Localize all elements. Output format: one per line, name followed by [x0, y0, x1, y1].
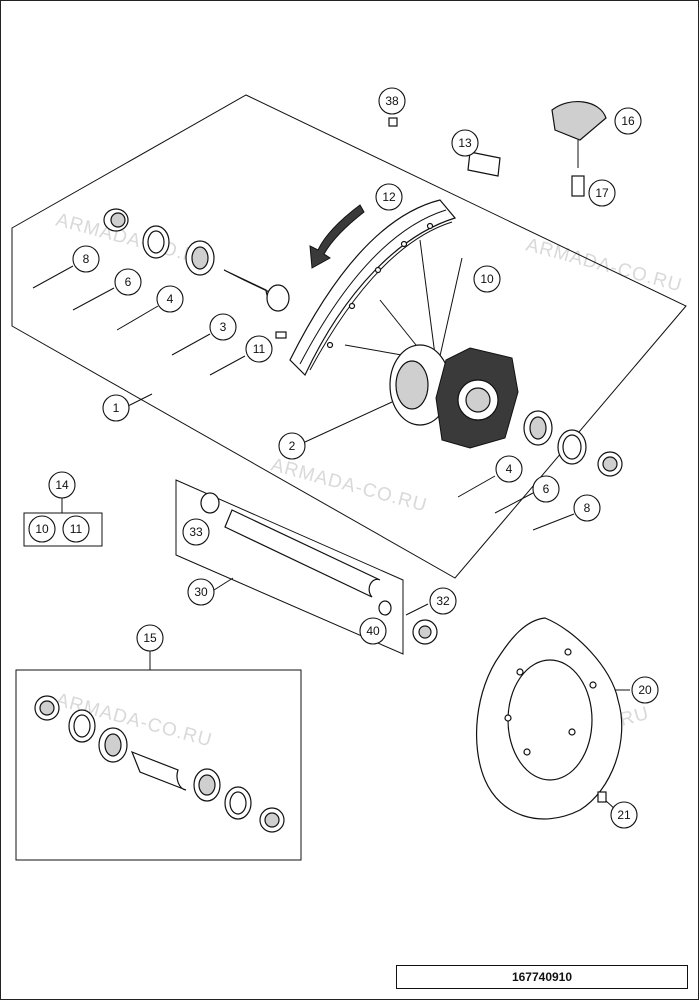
wheel-hub: [389, 344, 519, 449]
left-bearing-parts: [103, 208, 290, 339]
svg-text:16: 16: [621, 114, 635, 128]
callout-6: 6: [114, 268, 142, 296]
callout-13: 13: [451, 129, 479, 157]
svg-text:6: 6: [125, 275, 132, 289]
rotation-arrow-icon: [309, 204, 365, 269]
svg-text:10: 10: [480, 272, 494, 286]
callout-2: 2: [278, 432, 306, 460]
callout-14: 14: [48, 471, 76, 499]
callout-32: 32: [429, 587, 457, 615]
repair-kit-box: [23, 512, 103, 547]
spokes: [344, 239, 463, 361]
callout-40: 40: [359, 617, 387, 645]
svg-text:1: 1: [113, 401, 120, 415]
svg-text:10: 10: [35, 522, 49, 536]
callout-10: 10: [473, 265, 501, 293]
callout-10b: 10: [28, 515, 56, 543]
callout-21: 21: [610, 801, 638, 829]
svg-text:20: 20: [638, 683, 652, 697]
axle-parts: [200, 492, 438, 645]
svg-text:15: 15: [143, 631, 157, 645]
callout-8b: 8: [573, 494, 601, 522]
callout-6b: 6: [532, 475, 560, 503]
svg-text:8: 8: [83, 252, 90, 266]
svg-text:2: 2: [289, 439, 296, 453]
svg-text:30: 30: [194, 585, 208, 599]
callout-4: 4: [156, 285, 184, 313]
svg-text:38: 38: [385, 94, 399, 108]
svg-text:17: 17: [595, 186, 609, 200]
wheel-rim: [289, 199, 457, 377]
svg-text:14: 14: [55, 478, 69, 492]
callout-1: 1: [102, 394, 130, 422]
rim-tape-part: [467, 151, 501, 177]
svg-text:12: 12: [382, 190, 396, 204]
callout-20: 20: [631, 676, 659, 704]
bearing-kit-parts: [34, 695, 285, 833]
callout-38: 38: [378, 87, 406, 115]
callout-3: 3: [209, 313, 237, 341]
callout-17: 17: [588, 179, 616, 207]
disc-bolt-part: [597, 791, 607, 803]
svg-text:11: 11: [70, 522, 83, 536]
callout-8: 8: [72, 245, 100, 273]
svg-text:33: 33: [189, 525, 203, 539]
brake-disc: [476, 617, 623, 820]
svg-text:13: 13: [458, 136, 472, 150]
left-leader-lines: [32, 265, 630, 811]
bearing-kit-box: [15, 669, 302, 861]
axle-kit-outline: [175, 479, 404, 655]
callout-30: 30: [187, 578, 215, 606]
svg-text:4: 4: [506, 462, 513, 476]
callout-4b: 4: [495, 455, 523, 483]
valve-nut-part: [388, 117, 398, 127]
svg-text:6: 6: [543, 482, 550, 496]
callout-33: 33: [182, 518, 210, 546]
right-bearing-parts: [523, 410, 623, 477]
svg-text:8: 8: [584, 501, 591, 515]
callout-11b: 11: [62, 515, 90, 543]
svg-text:32: 32: [436, 594, 450, 608]
callout-15: 15: [136, 624, 164, 652]
svg-text:40: 40: [366, 624, 380, 638]
diagram-code: 167740910: [396, 965, 688, 989]
bolt-part: [571, 175, 585, 197]
callout-16: 16: [614, 107, 642, 135]
callout-12: 12: [375, 183, 403, 211]
callout-11: 11: [245, 335, 273, 363]
watermark: ARMADA-CO.RU: [524, 235, 685, 297]
svg-text:4: 4: [167, 292, 174, 306]
svg-text:11: 11: [253, 342, 266, 356]
tire-lever-part: [551, 101, 607, 141]
svg-text:21: 21: [617, 808, 631, 822]
svg-text:3: 3: [220, 320, 227, 334]
callout-labels: 38 16 13 12 17 8 6 4 3 11 10 1 2 4 6 8 1…: [28, 87, 659, 829]
